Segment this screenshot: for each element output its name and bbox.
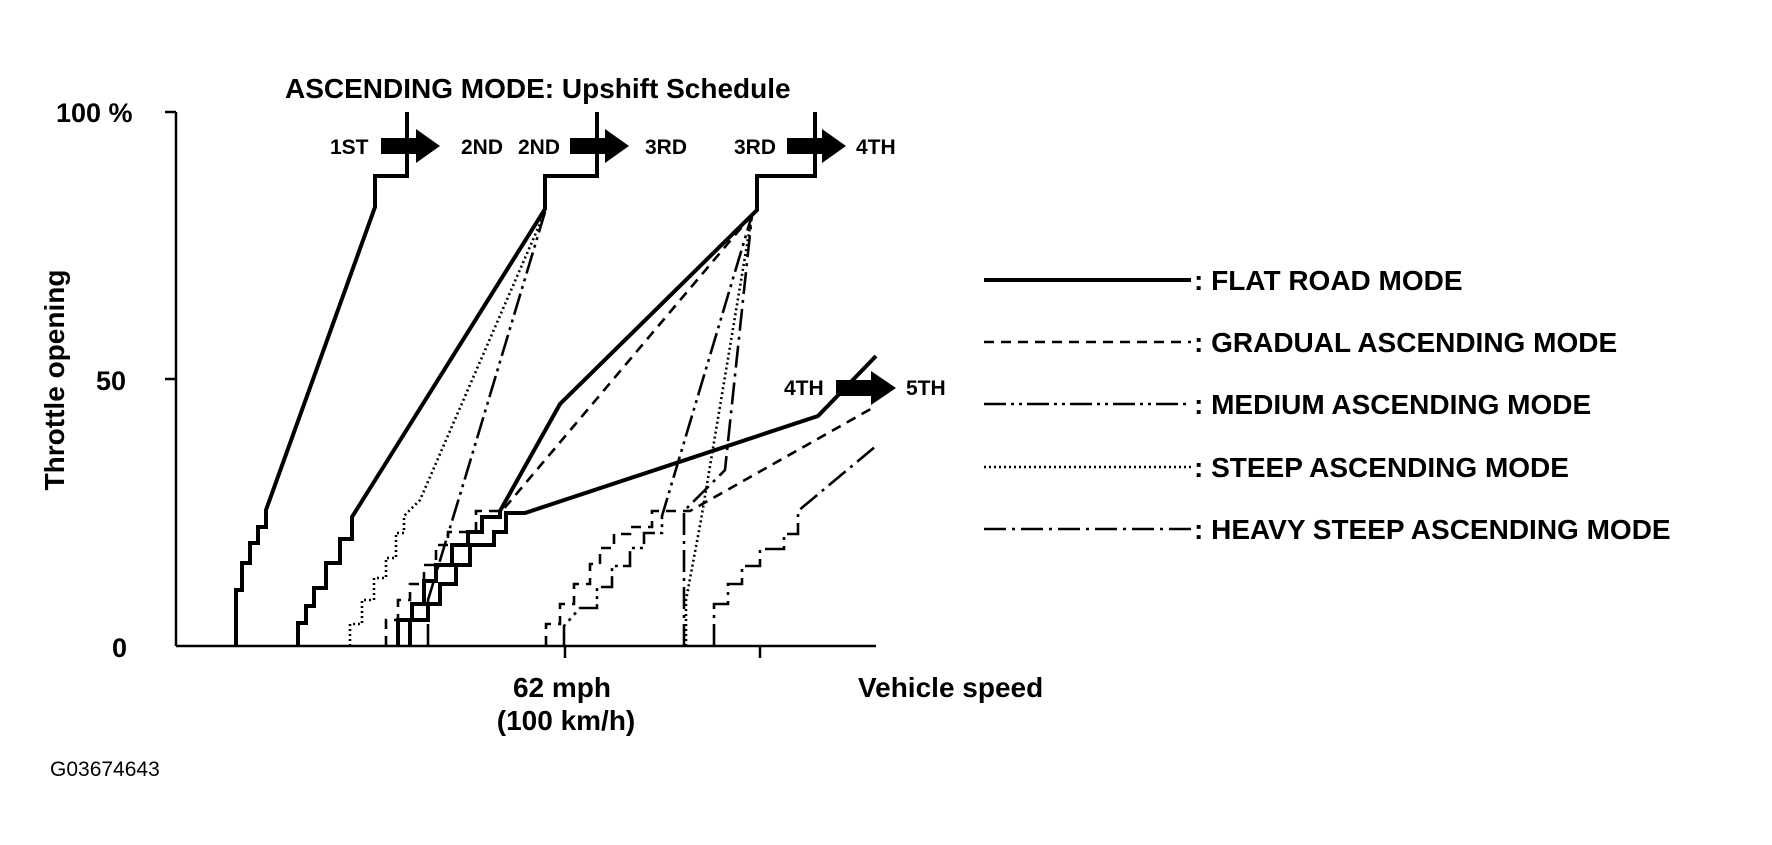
y-axis-title: Throttle opening bbox=[39, 270, 70, 491]
steep-3rd-4th-line bbox=[684, 214, 754, 646]
heavy-steep-4th-5th-line bbox=[712, 445, 877, 646]
legend-item-heavy-steep: : HEAVY STEEP ASCENDING MODE bbox=[984, 514, 1671, 545]
shift-from-2nd: 2ND bbox=[518, 136, 560, 159]
legend-label-gradual: : GRADUAL ASCENDING MODE bbox=[1194, 327, 1617, 358]
legend-item-gradual: : GRADUAL ASCENDING MODE bbox=[984, 327, 1617, 358]
diagram-title: ASCENDING MODE: Upshift Schedule bbox=[285, 73, 791, 104]
medium-ascending-mode-curves bbox=[426, 211, 754, 646]
medium-2nd-3rd-line bbox=[426, 211, 547, 646]
x-tick-label-kmh: (100 km/h) bbox=[497, 705, 636, 736]
flat-road-2nd-3rd-line bbox=[296, 112, 599, 646]
shift-label-4th-5th: 4TH 5TH bbox=[784, 371, 946, 405]
y-tick-label-50: 50 bbox=[96, 366, 126, 396]
arrow-right-icon bbox=[787, 129, 846, 163]
x-axis-title: Vehicle speed bbox=[858, 672, 1043, 703]
shift-label-1st-2nd: 1ST 2ND bbox=[330, 129, 503, 163]
x-tick-label-mph: 62 mph bbox=[513, 672, 611, 703]
legend-label-flat-road: : FLAT ROAD MODE bbox=[1194, 265, 1463, 296]
steep-2nd-3rd-line bbox=[348, 211, 547, 646]
figure-id: G03674643 bbox=[50, 758, 160, 781]
legend: : FLAT ROAD MODE : GRADUAL ASCENDING MOD… bbox=[984, 265, 1671, 545]
y-tick-label-100: 100 % bbox=[56, 98, 133, 128]
legend-label-heavy-steep: : HEAVY STEEP ASCENDING MODE bbox=[1194, 514, 1671, 545]
heavy-steep-ascending-mode-curves bbox=[682, 214, 877, 646]
shift-label-3rd-4th: 3RD 4TH bbox=[734, 129, 896, 163]
flat-road-1st-2nd-line bbox=[234, 112, 409, 646]
y-tick-label-0: 0 bbox=[112, 633, 127, 663]
flat-road-mode-curves bbox=[234, 112, 878, 646]
shift-to-2nd: 2ND bbox=[461, 136, 503, 159]
legend-item-medium: : MEDIUM ASCENDING MODE bbox=[984, 389, 1591, 420]
shift-to-4th: 4TH bbox=[856, 136, 896, 159]
arrow-right-icon bbox=[836, 371, 896, 405]
steep-ascending-mode-curves bbox=[348, 211, 754, 646]
legend-item-flat-road: : FLAT ROAD MODE bbox=[984, 265, 1463, 296]
shift-from-4th: 4TH bbox=[784, 377, 824, 400]
axes bbox=[165, 110, 876, 658]
shift-from-1st: 1ST bbox=[330, 136, 369, 159]
gradual-3rd-4th-line bbox=[384, 214, 753, 646]
heavy-steep-3rd-4th-line bbox=[682, 214, 754, 646]
shift-label-2nd-3rd: 2ND 3RD bbox=[518, 129, 687, 163]
legend-label-medium: : MEDIUM ASCENDING MODE bbox=[1194, 389, 1591, 420]
shift-from-3rd: 3RD bbox=[734, 136, 776, 159]
arrow-right-icon bbox=[381, 129, 440, 163]
shift-to-3rd: 3RD bbox=[645, 136, 687, 159]
gradual-4th-5th-line bbox=[544, 404, 877, 646]
medium-3rd-4th-line bbox=[562, 214, 754, 646]
shift-to-5th: 5TH bbox=[906, 377, 946, 400]
gradual-ascending-mode-curves bbox=[384, 214, 877, 646]
legend-item-steep: : STEEP ASCENDING MODE bbox=[984, 452, 1569, 483]
arrow-right-icon bbox=[570, 129, 629, 163]
legend-label-steep: : STEEP ASCENDING MODE bbox=[1194, 452, 1569, 483]
